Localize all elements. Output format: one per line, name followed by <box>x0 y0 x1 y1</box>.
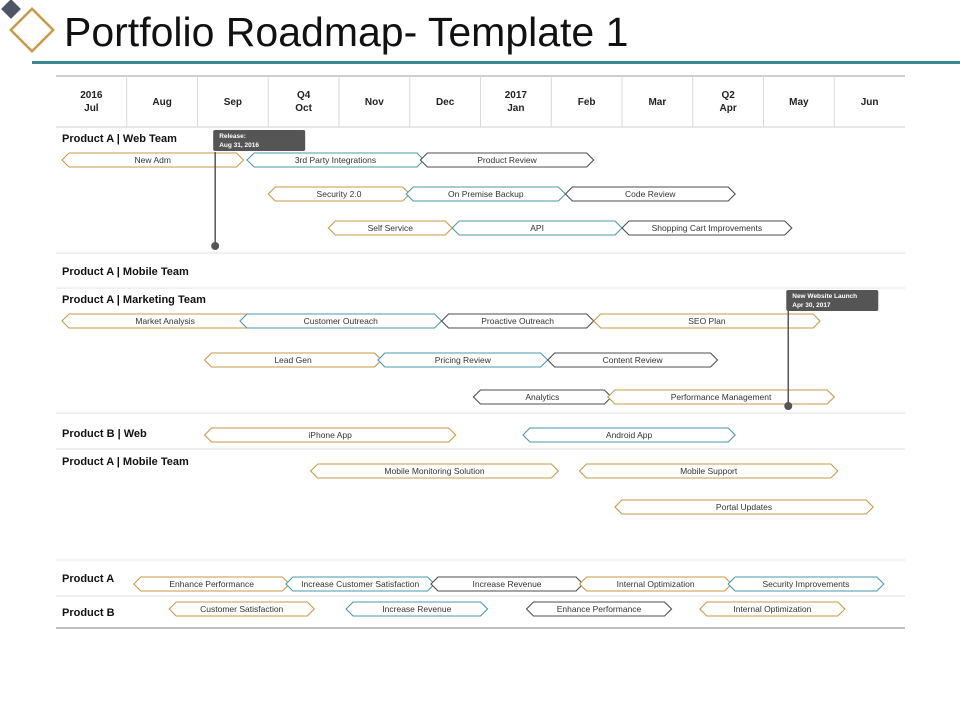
roadmap-bar <box>345 601 489 617</box>
month-label: Nov <box>365 97 384 108</box>
roadmap-bar-label: Proactive Outreach <box>481 316 554 326</box>
month-label: Aug <box>152 97 171 108</box>
roadmap-bar <box>525 601 673 617</box>
roadmap-bar <box>522 427 736 443</box>
milestone-dot <box>211 242 220 250</box>
roadmap-bar <box>614 499 874 515</box>
section-label: Product B <box>62 607 115 619</box>
roadmap-bar-label: Increase Customer Satisfaction <box>301 579 419 589</box>
month-label-year: 2017 <box>505 90 528 101</box>
month-label-year: 2016 <box>80 90 103 101</box>
roadmap-bar-label: Customer Satisfaction <box>200 604 283 614</box>
roadmap-bar-label: Pricing Review <box>435 355 492 365</box>
roadmap-bar <box>727 576 885 592</box>
roadmap-bar-label: Analytics <box>525 392 559 402</box>
month-label: Jan <box>507 103 524 114</box>
roadmap-bar <box>578 463 839 479</box>
diamond-logo-icon <box>1 0 55 53</box>
roadmap-bar-label: Android App <box>606 430 653 440</box>
roadmap-bar <box>699 601 846 617</box>
roadmap-bar-label: Enhance Performance <box>169 579 254 589</box>
roadmap-bar <box>592 313 821 329</box>
month-label: Feb <box>578 97 596 108</box>
roadmap-bar-label: Security Improvements <box>762 579 849 589</box>
month-label: Oct <box>295 103 312 114</box>
section-label: Product A | Mobile Team <box>62 456 189 468</box>
roadmap-bar-label: Lead Gen <box>274 355 312 365</box>
month-label: Jun <box>861 97 879 108</box>
roadmap-bar <box>61 152 245 168</box>
title-divider <box>32 61 960 64</box>
roadmap-bar-label: Self Service <box>368 223 414 233</box>
roadmap-bar-label: Security 2.0 <box>317 189 362 199</box>
month-label: Mar <box>648 97 666 108</box>
month-label-year: Q2 <box>721 90 735 101</box>
roadmap-bar-label: Mobile Support <box>680 466 738 476</box>
roadmap-bar-label: Enhance Performance <box>557 604 642 614</box>
month-label: Jul <box>84 103 99 114</box>
month-label: Apr <box>720 103 737 114</box>
roadmap-bar-label: Market Analysis <box>135 316 195 326</box>
roadmap-bar-label: Mobile Monitoring Solution <box>384 466 484 476</box>
milestone-title: Release: <box>219 133 246 140</box>
roadmap-bar <box>203 427 457 443</box>
section-label: Product A | Web Team <box>62 133 177 145</box>
milestone-dot <box>784 402 793 410</box>
milestone-date: Apr 30, 2017 <box>792 302 831 309</box>
milestone-callout <box>213 130 306 151</box>
month-label-year: Q4 <box>297 90 311 101</box>
roadmap-bar-label: On Premise Backup <box>448 189 524 199</box>
milestone-callout <box>786 290 879 311</box>
roadmap-bar-label: iPhone App <box>308 430 352 440</box>
milestone-title: New Website Launch <box>792 293 857 300</box>
roadmap-bar-label: New Adm <box>135 155 171 165</box>
month-label: Sep <box>224 97 242 108</box>
section-label: Product A | Marketing Team <box>62 294 206 306</box>
milestone-date: Aug 31, 2016 <box>219 142 259 149</box>
roadmap-bar-label: Increase Revenue <box>382 604 451 614</box>
roadmap-bar-label: Internal Optimization <box>733 604 811 614</box>
roadmap-bar-label: API <box>530 223 544 233</box>
roadmap-bar <box>419 152 595 168</box>
roadmap-bar <box>546 352 719 368</box>
roadmap-bar-label: Performance Management <box>671 392 772 402</box>
section-label: Product A <box>62 573 114 585</box>
roadmap-bar-label: Code Review <box>625 189 676 199</box>
section-label: Product B | Web <box>62 428 147 440</box>
roadmap-bar <box>564 186 736 202</box>
roadmap-bar-label: Shopping Cart Improvements <box>652 223 763 233</box>
page-title: Portfolio Roadmap- Template 1 <box>64 9 629 55</box>
roadmap-bar-label: Increase Revenue <box>473 579 542 589</box>
roadmap-bar <box>168 601 316 617</box>
roadmap-bar-label: Customer Outreach <box>304 316 378 326</box>
roadmap-bar-label: Internal Optimization <box>617 579 695 589</box>
roadmap-bar-label: Content Review <box>603 355 664 365</box>
roadmap-bar-label: 3rd Party Integrations <box>295 155 376 165</box>
section-label: Product A | Mobile Team <box>62 266 189 278</box>
month-label: Dec <box>436 97 455 108</box>
roadmap-bar-label: SEO Plan <box>688 316 726 326</box>
roadmap-bar-label: Portal Updates <box>716 502 772 512</box>
roadmap-bar <box>309 463 560 479</box>
roadmap-bar-label: Product Review <box>477 155 537 165</box>
roadmap-bar <box>621 220 793 236</box>
roadmap-bar <box>607 389 836 405</box>
month-label: May <box>789 97 809 108</box>
